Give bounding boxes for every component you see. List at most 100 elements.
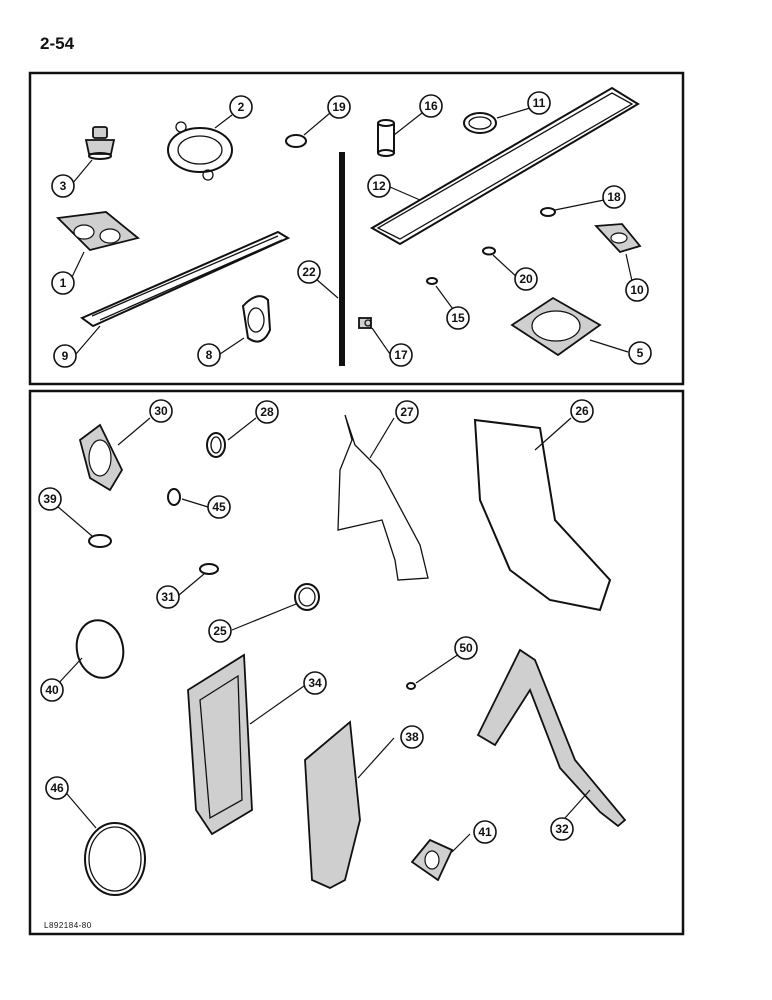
callout-17: 17 — [389, 343, 413, 367]
svg-text:17: 17 — [394, 348, 408, 362]
callout-38: 38 — [400, 725, 424, 749]
part-housing-gasket — [410, 838, 454, 882]
svg-text:25: 25 — [213, 624, 227, 638]
svg-text:5: 5 — [637, 346, 644, 360]
callout-19: 19 — [327, 95, 351, 119]
svg-text:15: 15 — [451, 311, 465, 325]
leader-lines — [55, 107, 635, 853]
callout-40: 40 — [40, 678, 64, 702]
callout-25: 25 — [208, 619, 232, 643]
part-tiny-oring-50 — [406, 682, 416, 690]
part-rear-plate-gasket — [304, 720, 361, 890]
callout-3: 3 — [51, 174, 75, 198]
svg-text:50: 50 — [459, 641, 473, 655]
svg-text:8: 8 — [206, 348, 213, 362]
part-oring-31 — [199, 563, 219, 575]
svg-text:31: 31 — [161, 590, 175, 604]
part-plug — [84, 126, 116, 160]
callout-5: 5 — [628, 341, 652, 365]
svg-text:22: 22 — [302, 265, 316, 279]
callout-31: 31 — [156, 585, 180, 609]
part-ring — [482, 246, 496, 256]
svg-text:11: 11 — [533, 96, 546, 110]
part-exhaust-gasket — [594, 223, 642, 254]
part-cooler-gasket-inner — [199, 674, 243, 820]
callout-30: 30 — [149, 399, 173, 423]
reference-code: L892184-80 — [44, 921, 92, 930]
part-rocker-gasket — [80, 230, 291, 328]
svg-text:1: 1 — [60, 276, 67, 290]
svg-text:46: 46 — [50, 781, 64, 795]
callout-10: 10 — [625, 278, 649, 302]
svg-text:32: 32 — [555, 822, 569, 836]
callout-46: 46 — [45, 776, 69, 800]
part-large-seal — [463, 112, 497, 134]
svg-text:45: 45 — [212, 500, 226, 514]
callout-32: 32 — [550, 817, 574, 841]
svg-text:38: 38 — [405, 730, 419, 744]
callout-2: 2 — [229, 95, 253, 119]
callout-27: 27 — [395, 400, 419, 424]
part-seal-45 — [167, 488, 181, 506]
callout-28: 28 — [255, 400, 279, 424]
part-manifold-gasket — [56, 211, 140, 251]
svg-text:40: 40 — [45, 683, 59, 697]
part-pump-gasket — [78, 423, 124, 492]
part-small-oring — [540, 207, 556, 217]
svg-text:2: 2 — [238, 100, 245, 114]
svg-text:26: 26 — [575, 404, 589, 418]
part-large-oring-46-inner — [88, 826, 142, 892]
callout-12: 12 — [367, 174, 391, 198]
part-sleeve — [377, 119, 395, 157]
callout-1: 1 — [51, 271, 75, 295]
part-seal-ring — [285, 134, 307, 148]
svg-text:30: 30 — [154, 404, 168, 418]
callout-15: 15 — [446, 306, 470, 330]
callout-8: 8 — [197, 343, 221, 367]
part-round-gasket — [167, 121, 233, 181]
part-oil-pan-gasket — [476, 648, 627, 828]
callout-26: 26 — [570, 399, 594, 423]
part-cooler-gasket — [187, 653, 253, 836]
lower-panel-frame — [28, 389, 685, 936]
callout-16: 16 — [419, 94, 443, 118]
part-front-cover-gasket — [337, 414, 429, 581]
part-cover-gasket — [370, 86, 640, 246]
part-large-oring-40 — [75, 619, 125, 679]
part-seal-25 — [294, 583, 320, 611]
svg-text:27: 27 — [400, 405, 414, 419]
page-number: 2-54 — [40, 34, 75, 53]
svg-text:3: 3 — [60, 179, 67, 193]
callout-41: 41 — [473, 820, 497, 844]
callout-9: 9 — [53, 344, 77, 368]
part-gear-housing-gasket — [473, 418, 612, 612]
svg-text:12: 12 — [372, 179, 386, 193]
part-ring-39 — [88, 534, 112, 548]
part-crank-seal — [206, 432, 226, 458]
callout-34: 34 — [303, 671, 327, 695]
part-square-gasket — [510, 296, 602, 357]
callout-39: 39 — [38, 487, 62, 511]
part-fitting — [358, 317, 372, 329]
svg-text:9: 9 — [62, 349, 69, 363]
callout-45: 45 — [207, 495, 231, 519]
callout-20: 20 — [514, 267, 538, 291]
callout-50: 50 — [454, 636, 478, 660]
svg-text:19: 19 — [332, 100, 346, 114]
upper-panel-frame — [28, 71, 685, 386]
svg-text:18: 18 — [607, 190, 621, 204]
part-large-oring-46 — [84, 822, 146, 896]
svg-text:39: 39 — [43, 492, 57, 506]
svg-text:16: 16 — [424, 99, 438, 113]
svg-text:28: 28 — [260, 405, 274, 419]
part-elbow-gasket — [241, 295, 272, 343]
callout-11: 11 — [527, 91, 551, 115]
svg-text:20: 20 — [519, 272, 533, 286]
svg-text:41: 41 — [478, 825, 492, 839]
svg-text:34: 34 — [308, 676, 322, 690]
callout-18: 18 — [602, 185, 626, 209]
svg-text:10: 10 — [630, 283, 644, 297]
callout-22: 22 — [297, 260, 321, 284]
part-tiny-oring — [426, 277, 438, 285]
